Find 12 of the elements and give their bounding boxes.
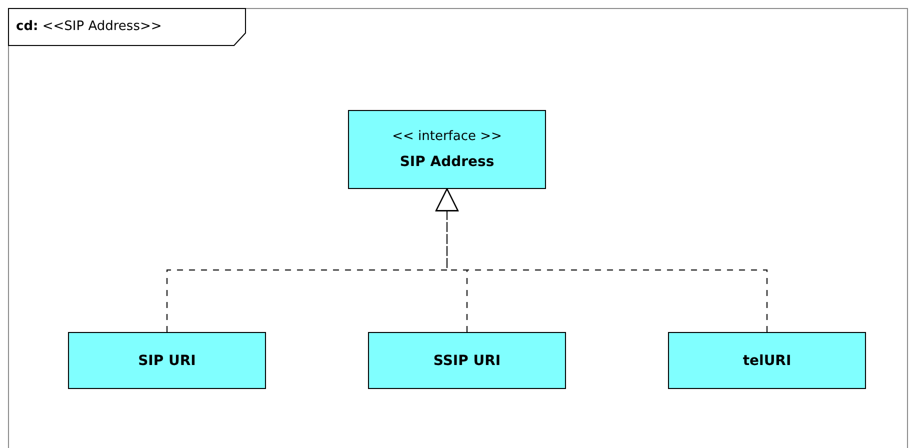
class-box	[668, 332, 866, 389]
interface-box	[348, 110, 546, 189]
class-name: SSIP URI	[433, 352, 501, 368]
stereotype-label: << interface >>	[392, 129, 502, 144]
class-box	[368, 332, 566, 389]
class-name: SIP Address	[400, 154, 494, 170]
frame-title: cd: <<SIP Address>>	[16, 19, 162, 34]
class-name: SIP URI	[138, 352, 196, 368]
realization-arrow	[436, 188, 768, 332]
diagram-frame	[8, 8, 908, 448]
class-name: telURI	[742, 352, 792, 368]
class-box	[68, 332, 266, 389]
